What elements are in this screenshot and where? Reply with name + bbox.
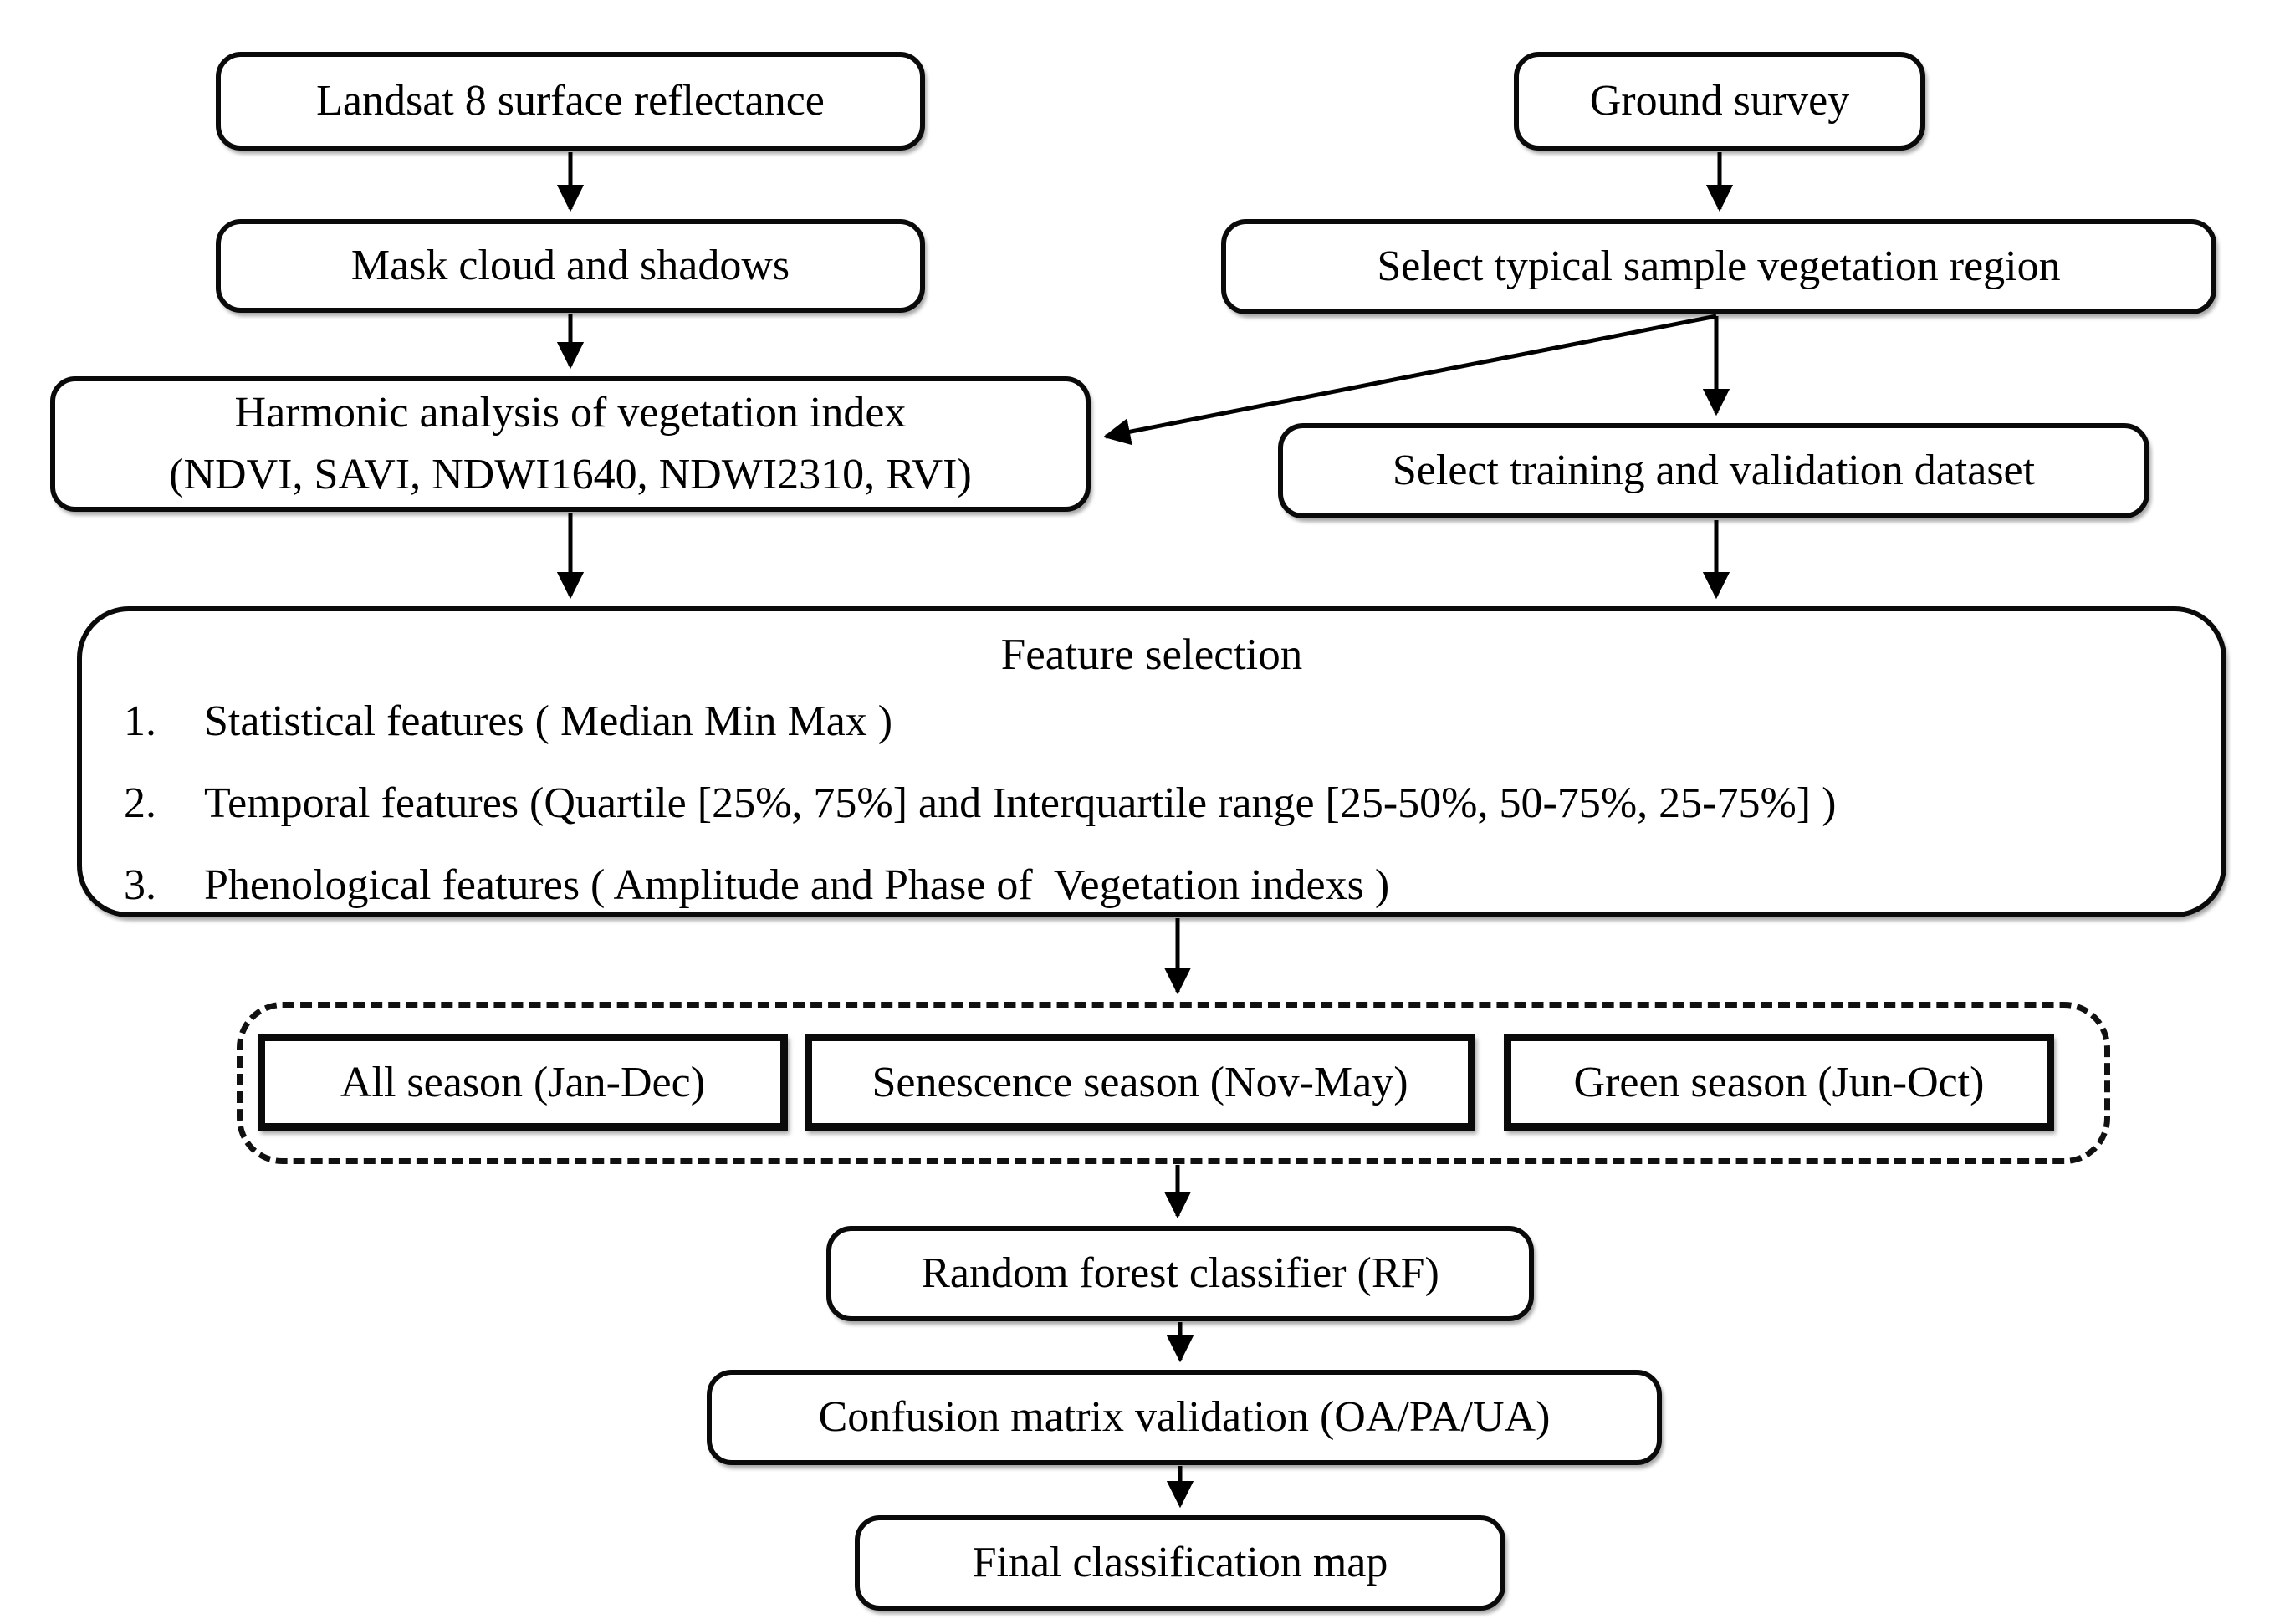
feature-item-temporal: 2. Temporal features (Quartile [25%, 75%… <box>82 762 2221 844</box>
feature-item-text: Temporal features (Quartile [25%, 75%] a… <box>204 779 1837 827</box>
node-green-season: Green season (Jun-Oct) <box>1504 1034 2054 1131</box>
node-landsat: Landsat 8 surface reflectance <box>216 52 925 151</box>
node-senescence-season: Senescence season (Nov-May) <box>805 1034 1475 1131</box>
feature-item-number: 3. <box>124 861 156 909</box>
node-mask-cloud: Mask cloud and shadows <box>216 219 925 313</box>
feature-item-statistical: 1. Statistical features ( Median Min Max… <box>82 680 2221 762</box>
node-ground-survey: Ground survey <box>1514 52 1925 151</box>
feature-item-phenological: 3. Phenological features ( Amplitude and… <box>82 844 2221 926</box>
node-harmonic-line1: Harmonic analysis of vegetation index <box>234 389 907 437</box>
arrow-select-region-to-harmonic <box>1102 314 1717 446</box>
node-select-region: Select typical sample vegetation region <box>1221 219 2216 314</box>
node-feature-selection: Feature selection 1. Statistical feature… <box>77 606 2226 917</box>
feature-item-number: 1. <box>124 697 156 745</box>
node-ground-survey-label: Ground survey <box>1589 77 1850 125</box>
feature-item-text: Statistical features ( Median Min Max ) <box>204 697 893 745</box>
feature-selection-title: Feature selection <box>1000 631 1303 679</box>
node-random-forest-label: Random forest classifier (RF) <box>921 1249 1439 1298</box>
node-final-map-label: Final classification map <box>972 1539 1388 1587</box>
node-all-season: All season (Jan-Dec) <box>258 1034 788 1131</box>
node-green-season-label: Green season (Jun-Oct) <box>1573 1058 1985 1106</box>
node-senescence-season-label: Senescence season (Nov-May) <box>871 1058 1408 1106</box>
node-final-map: Final classification map <box>855 1515 1505 1611</box>
node-select-region-label: Select typical sample vegetation region <box>1377 243 2061 291</box>
feature-item-text: Phenological features ( Amplitude and Ph… <box>204 861 1390 909</box>
node-confusion-matrix-label: Confusion matrix validation (OA/PA/UA) <box>818 1393 1551 1442</box>
node-select-dataset: Select training and validation dataset <box>1278 423 2149 518</box>
node-confusion-matrix: Confusion matrix validation (OA/PA/UA) <box>707 1370 1662 1465</box>
node-mask-cloud-label: Mask cloud and shadows <box>350 242 790 290</box>
node-harmonic-line2: (NDVI, SAVI, NDWI1640, NDWI2310, RVI) <box>169 451 972 498</box>
node-landsat-label: Landsat 8 surface reflectance <box>316 77 825 125</box>
node-random-forest: Random forest classifier (RF) <box>826 1226 1534 1321</box>
node-all-season-label: All season (Jan-Dec) <box>340 1058 706 1106</box>
node-harmonic-analysis: Harmonic analysis of vegetation index (N… <box>50 376 1091 512</box>
node-select-dataset-label: Select training and validation dataset <box>1392 447 2036 495</box>
feature-item-number: 2. <box>124 779 156 827</box>
